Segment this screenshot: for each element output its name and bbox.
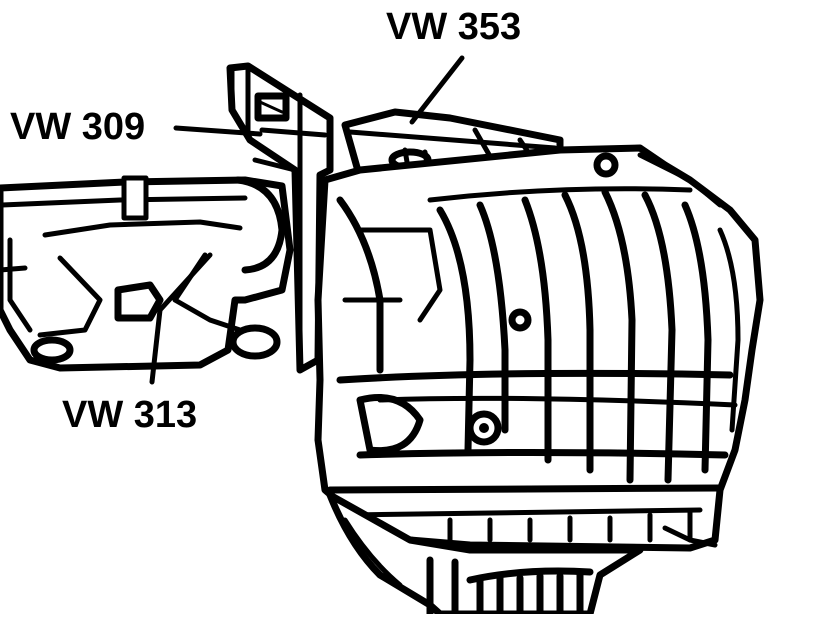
leader-vw313-left [149,307,163,385]
support-fixture-vw313 [0,175,294,372]
leader-lines [149,55,465,385]
leader-vw309 [173,125,263,137]
callout-label-vw313: VW 313 [62,394,198,436]
leader-vw353 [409,55,465,125]
gearbox-housing [314,144,764,618]
callout-label-vw309: VW 309 [10,106,146,148]
bracket-vw309 [226,62,334,374]
leader-vw313-right [157,252,213,313]
callout-label-vw353: VW 353 [386,6,522,48]
